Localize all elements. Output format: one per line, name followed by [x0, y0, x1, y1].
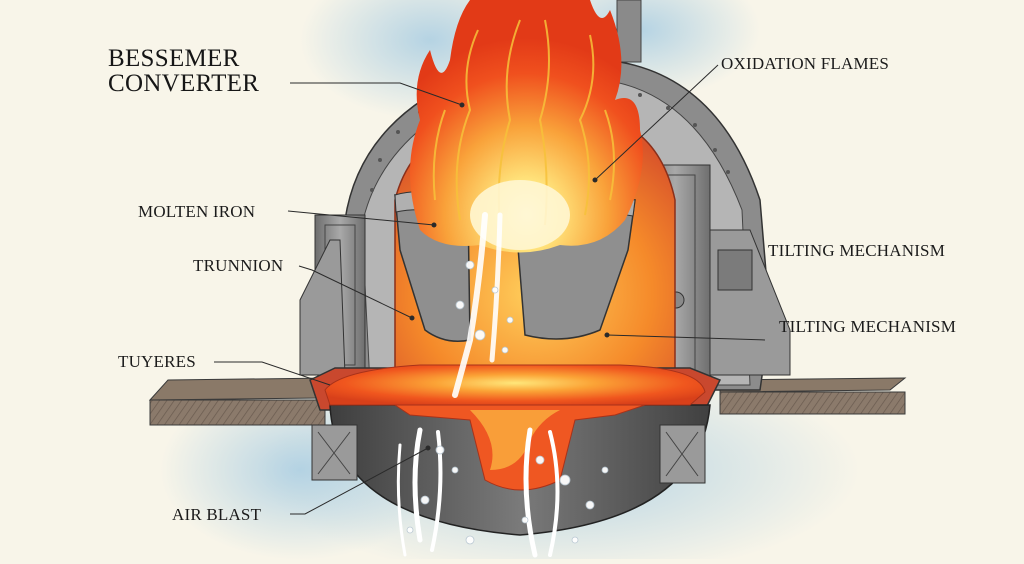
air-blast-streams — [396, 212, 560, 558]
diagram-title: BESSEMER CONVERTER — [108, 46, 259, 96]
label-molten-iron: MOLTEN IRON — [138, 202, 256, 221]
label-tilting-mechanism-lower: TILTING MECHANISM — [779, 317, 957, 336]
molten-pool — [324, 364, 706, 491]
leader-lines — [214, 64, 766, 515]
floor-platform — [148, 377, 907, 426]
title-line-1: BESSEMER — [108, 45, 240, 72]
label-trunnion: TRUNNION — [193, 256, 284, 275]
bubbles — [406, 260, 609, 545]
support-legs — [311, 424, 706, 484]
label-tuyeres: TUYERES — [118, 352, 196, 371]
label-air-blast: AIR BLAST — [172, 505, 262, 524]
oxidation-flames — [410, 0, 643, 253]
title-line-2: CONVERTER — [108, 70, 260, 97]
label-oxidation-flames: OXIDATION FLAMES — [721, 54, 890, 73]
chimney-pipe — [616, 0, 642, 63]
label-tilting-mechanism-upper: TILTING MECHANISM — [768, 241, 946, 260]
